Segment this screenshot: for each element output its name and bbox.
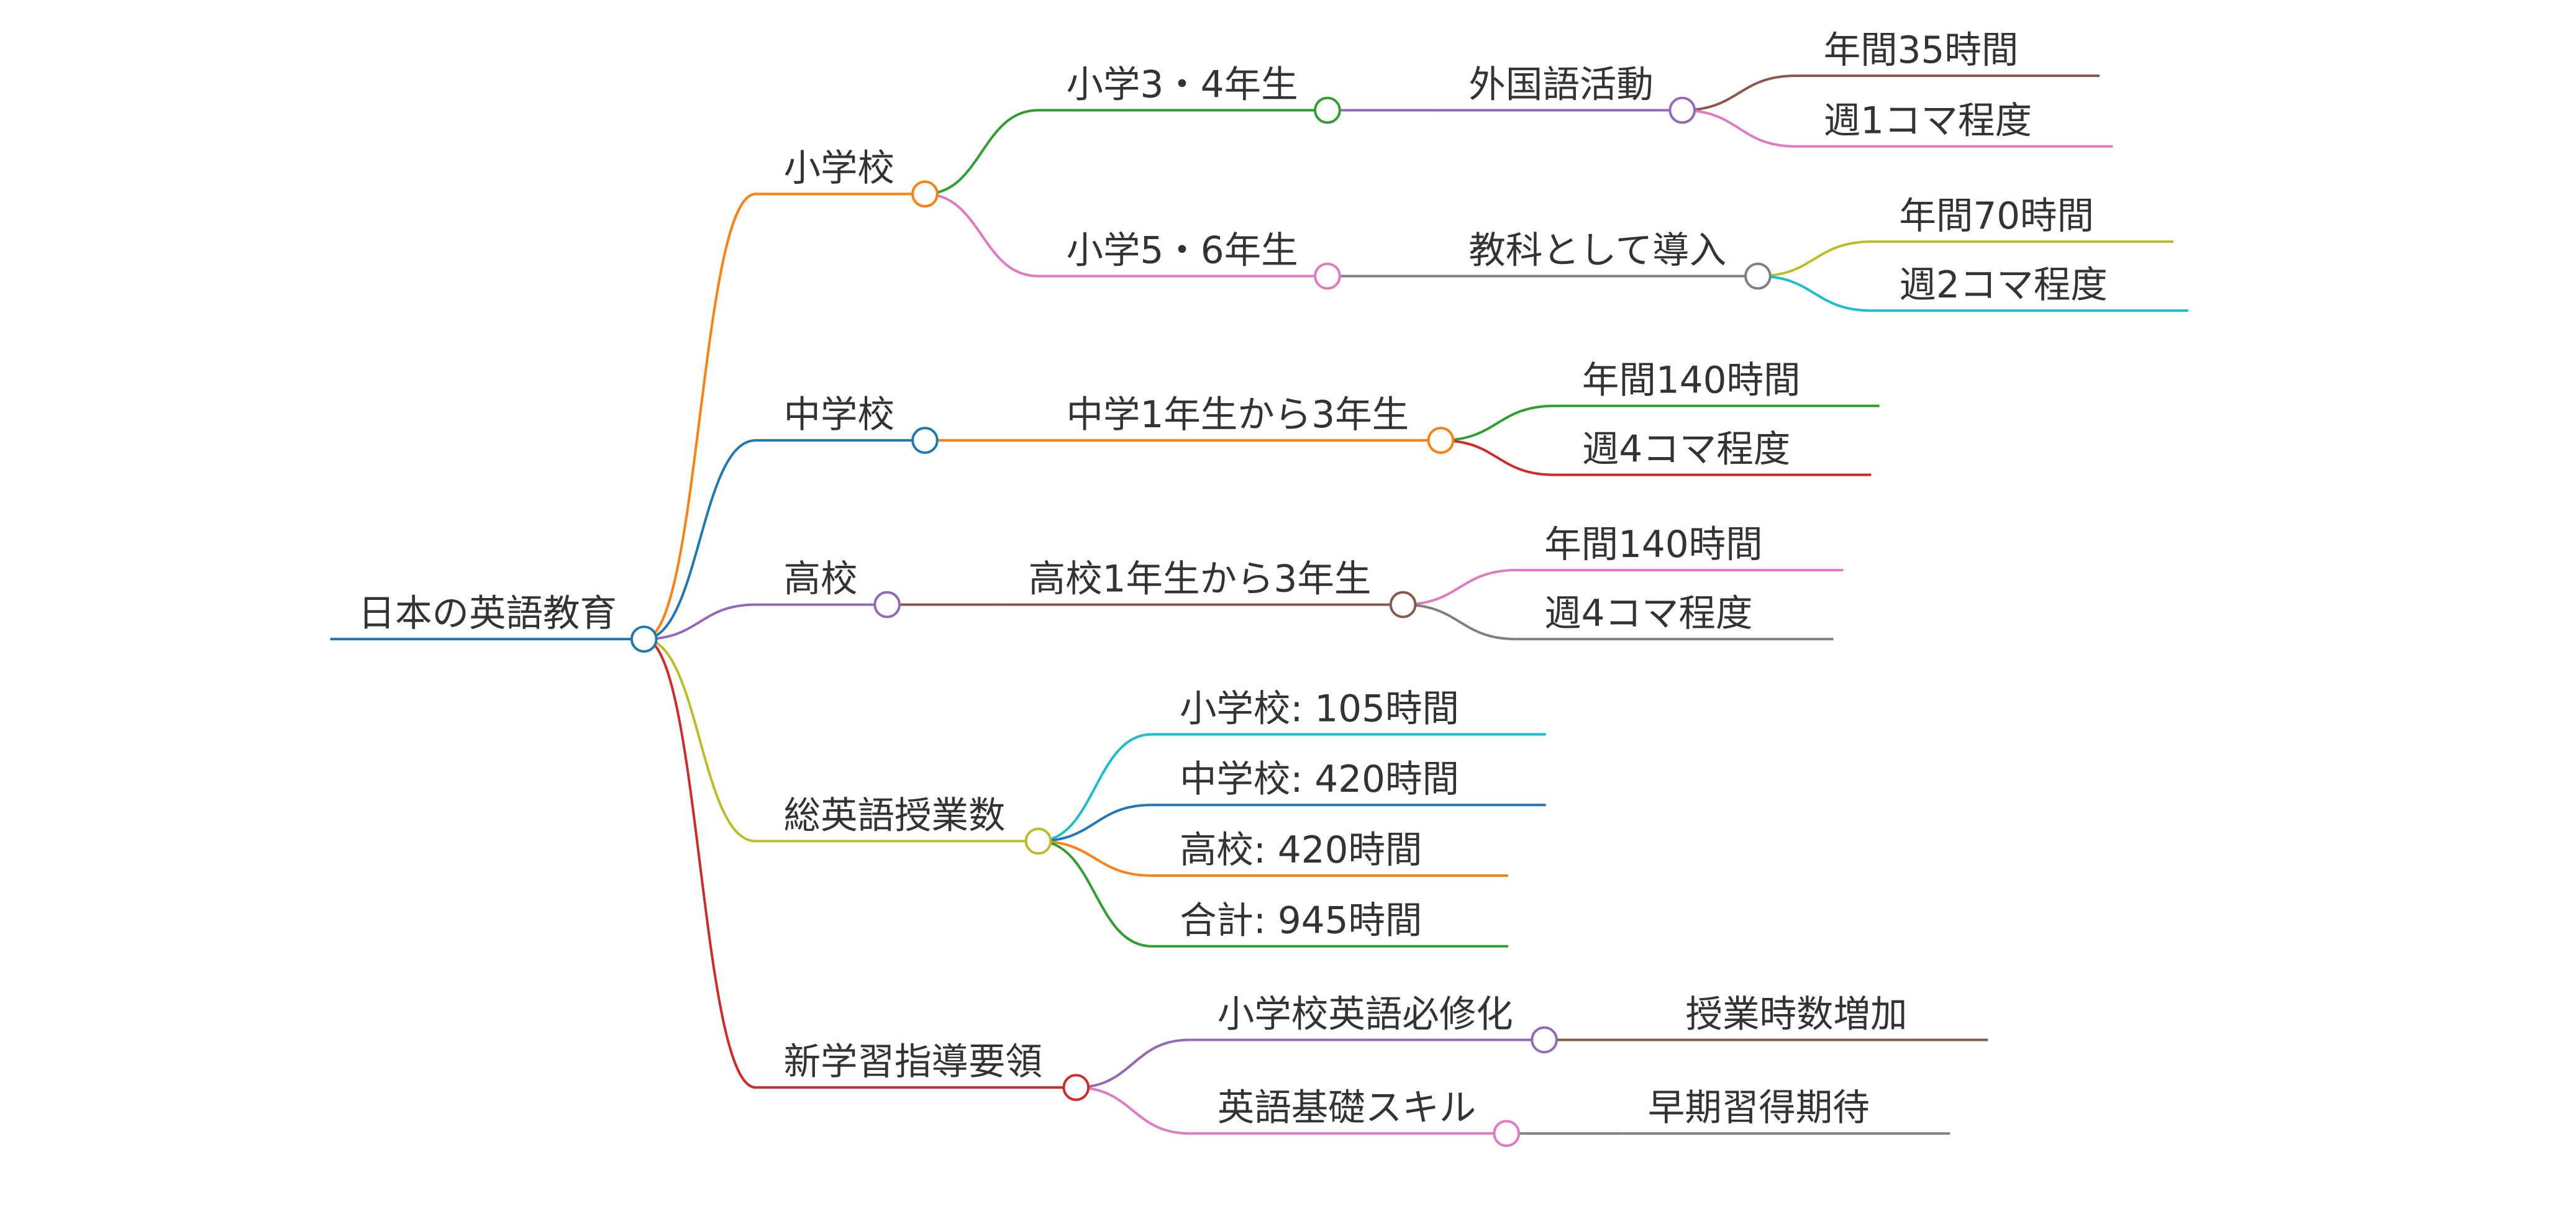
node-label: 高校1年生から3年生 — [1029, 558, 1372, 601]
node-root: 日本の英語教育 — [330, 592, 658, 653]
link-root-to-new-curriculum — [644, 638, 756, 1089]
node-junior-high: 中学校 — [755, 394, 939, 454]
node-label: 英語基礎スキル — [1217, 1087, 1477, 1130]
node-toggle-circle[interactable] — [911, 180, 939, 208]
node-toggle-circle[interactable] — [1427, 427, 1455, 454]
node-toggle-circle[interactable] — [1314, 96, 1341, 124]
link-to-total-elem — [1038, 733, 1152, 843]
node-early-acquisition: 早期習得期待 — [1619, 1087, 1950, 1135]
link-to-total-sum — [1038, 840, 1152, 948]
node-total-sum: 合計: 945時間 — [1151, 900, 1508, 948]
node-jh-grades: 中学1年生から3年生 — [1038, 394, 1455, 454]
link-root-to-elementary-school — [644, 193, 756, 641]
node-jh-annual-hours: 年間140時間 — [1554, 359, 1880, 407]
link-to-total-jh — [1038, 804, 1152, 843]
link-to-hs-weekly — [1403, 603, 1517, 641]
node-label: 小学5・6年生 — [1066, 229, 1298, 272]
node-hs-grades: 高校1年生から3年生 — [1000, 558, 1417, 619]
node-toggle-circle[interactable] — [1314, 262, 1341, 290]
node-g56-annual-hours: 年間70時間 — [1871, 195, 2174, 243]
node-label: 高校: 420時間 — [1180, 829, 1422, 872]
node-total-hours: 総英語授業数 — [755, 794, 1052, 855]
node-g56-weekly: 週2コマ程度 — [1871, 264, 2188, 312]
node-label: 中学校: 420時間 — [1180, 758, 1459, 801]
node-label: 合計: 945時間 — [1180, 900, 1422, 943]
node-total-jh: 中学校: 420時間 — [1151, 758, 1546, 807]
node-label: 小学校 — [784, 147, 895, 190]
node-toggle-circle[interactable] — [630, 625, 658, 653]
node-label: 年間35時間 — [1824, 29, 2019, 72]
node-toggle-circle[interactable] — [873, 591, 901, 619]
node-label: 週4コマ程度 — [1544, 592, 1752, 635]
node-toggle-circle[interactable] — [1024, 827, 1052, 855]
node-g34-annual-hours: 年間35時間 — [1795, 29, 2100, 77]
links-layer — [644, 74, 1872, 1135]
node-total-elem: 小学校: 105時間 — [1151, 687, 1546, 736]
node-label: 中学校 — [784, 394, 895, 437]
link-to-jh-weekly — [1440, 439, 1554, 476]
node-jh-weekly: 週4コマ程度 — [1554, 428, 1872, 476]
node-elem-grade-5-6: 小学5・6年生 — [1038, 229, 1341, 290]
link-root-to-total-hours — [644, 638, 756, 843]
link-to-total-hs — [1038, 840, 1152, 877]
node-toggle-circle[interactable] — [1493, 1120, 1521, 1148]
node-elementary-school: 小学校 — [755, 147, 939, 208]
node-hs-weekly: 週4コマ程度 — [1516, 592, 1834, 641]
node-label: 教科として導入 — [1468, 229, 1726, 272]
node-label: 年間70時間 — [1899, 195, 2094, 238]
node-label: 日本の英語教育 — [358, 592, 617, 635]
node-foreign-language-activity: 外国語活動 — [1440, 63, 1696, 124]
link-to-g34-annual-hours — [1682, 74, 1796, 112]
node-label: 週2コマ程度 — [1899, 264, 2107, 307]
link-to-jh-annual-hours — [1440, 404, 1554, 442]
node-basic-skills: 英語基礎スキル — [1189, 1087, 1521, 1148]
node-label: 中学1年生から3年生 — [1066, 394, 1409, 437]
node-toggle-circle[interactable] — [911, 427, 939, 454]
node-label: 小学校: 105時間 — [1180, 687, 1459, 730]
node-label: 週1コマ程度 — [1824, 100, 2032, 143]
link-to-g34-weekly — [1682, 109, 1796, 148]
node-high-school: 高校 — [755, 558, 901, 619]
node-total-hs: 高校: 420時間 — [1151, 829, 1508, 877]
node-label: 年間140時間 — [1582, 359, 1801, 402]
link-root-to-junior-high — [644, 439, 756, 641]
node-lesson-hours-increase: 授業時数増加 — [1657, 993, 1988, 1041]
node-label: 授業時数増加 — [1686, 993, 1908, 1036]
node-label: 年間140時間 — [1544, 524, 1763, 566]
node-new-curriculum: 新学習指導要領 — [755, 1041, 1090, 1101]
node-subject-introduction: 教科として導入 — [1440, 229, 1772, 290]
node-label: 早期習得期待 — [1648, 1087, 1870, 1130]
link-to-basic-skills — [1076, 1086, 1190, 1135]
nodes-layer: 日本の英語教育 小学校 中学校 高校 総英語授業数 新学習指導要領 — [330, 29, 2188, 1148]
node-toggle-circle[interactable] — [1531, 1026, 1558, 1054]
node-toggle-circle[interactable] — [1668, 96, 1696, 124]
node-elem-grade-3-4: 小学3・4年生 — [1038, 63, 1341, 124]
node-label: 小学3・4年生 — [1066, 63, 1298, 106]
node-g34-weekly: 週1コマ程度 — [1795, 100, 2113, 148]
node-toggle-circle[interactable] — [1389, 591, 1417, 619]
node-toggle-circle[interactable] — [1744, 262, 1772, 290]
node-label: 外国語活動 — [1468, 63, 1654, 106]
node-label: 小学校英語必修化 — [1217, 993, 1513, 1036]
node-label: 週4コマ程度 — [1582, 428, 1790, 471]
link-to-g56-annual-hours — [1757, 240, 1872, 278]
link-to-elem-grade-3-4 — [925, 109, 1039, 196]
node-toggle-circle[interactable] — [1062, 1074, 1090, 1101]
link-root-to-high-school — [644, 603, 756, 641]
link-to-g56-weekly — [1757, 274, 1872, 312]
link-to-elem-english-required — [1076, 1038, 1190, 1089]
node-elem-english-required: 小学校英語必修化 — [1189, 993, 1558, 1054]
link-to-hs-annual-hours — [1403, 569, 1517, 606]
node-label: 新学習指導要領 — [784, 1041, 1043, 1084]
node-label: 高校 — [784, 558, 858, 601]
node-hs-annual-hours: 年間140時間 — [1516, 524, 1844, 572]
node-label: 総英語授業数 — [784, 794, 1006, 837]
link-to-elem-grade-5-6 — [925, 193, 1039, 278]
